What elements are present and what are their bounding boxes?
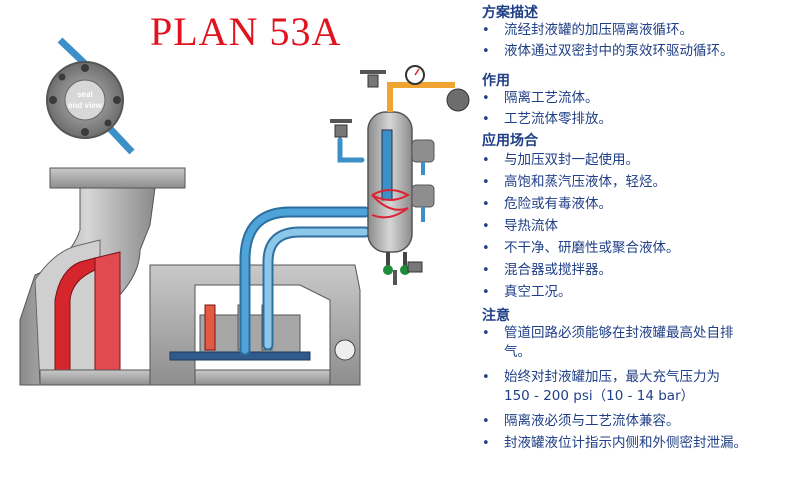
seal-view-label: seal xyxy=(77,90,93,99)
bullet-dot-icon: • xyxy=(482,370,490,385)
level-switch-high xyxy=(411,139,435,163)
bolt-hole-icon xyxy=(58,73,66,81)
section-heading-notes: 注意 xyxy=(482,308,510,324)
bullet-item: • 流经封液罐的加压隔离液循环。 xyxy=(482,21,792,40)
bullet-text: 封液罐液位计指示内侧和外侧密封泄漏。 xyxy=(504,435,747,451)
circulation-pipes xyxy=(239,137,371,356)
fill-valve-icon xyxy=(334,124,348,138)
section-heading-applications: 应用场合 xyxy=(482,133,538,149)
bearing-icon xyxy=(334,339,356,361)
bullet-dot-icon: • xyxy=(482,44,490,59)
bullet-dot-icon: • xyxy=(482,263,490,278)
bullet-dot-icon: • xyxy=(482,197,490,212)
seal-face-icon xyxy=(204,304,216,351)
seal-shaft-circle xyxy=(64,79,106,121)
bullet-item: • 工艺流体零排放。 xyxy=(482,110,792,129)
bullet-text: 工艺流体零排放。 xyxy=(504,111,612,127)
bullet-item: • 不干净、研磨性或聚合液体。 xyxy=(482,239,792,258)
text-panel: 方案描述•流经封液罐的加压隔离液循环。•液体通过双密封中的泵效环驱动循环。作用•… xyxy=(472,0,798,500)
seal-end-view: seal end view xyxy=(46,37,135,155)
bullet-text: 管道回路必须能够在封液罐最高处自排 气。 xyxy=(504,325,734,360)
pressure-regulator-icon xyxy=(446,88,470,112)
bullet-text: 隔离工艺流体。 xyxy=(504,90,599,106)
bullet-dot-icon: • xyxy=(482,436,490,451)
bullet-dot-icon: • xyxy=(482,91,490,106)
bullet-text: 流经封液罐的加压隔离液循环。 xyxy=(504,22,693,38)
section-heading-function: 作用 xyxy=(482,73,510,89)
bullet-item: • 混合器或搅拌器。 xyxy=(482,261,792,280)
bullet-item: • 与加压双封一起使用。 xyxy=(482,151,792,170)
bolt-hole-icon xyxy=(81,128,89,136)
pressure-line xyxy=(360,65,470,112)
bullet-text: 隔离液必须与工艺流体兼容。 xyxy=(504,413,680,429)
bullet-text: 导热流体 xyxy=(504,218,558,234)
bullet-text: 液体通过双密封中的泵效环驱动循环。 xyxy=(504,43,734,59)
bullet-item: • 真空工况。 xyxy=(482,283,792,302)
section-heading-description: 方案描述 xyxy=(482,5,538,21)
bullet-dot-icon: • xyxy=(482,153,490,168)
bullet-dot-icon: • xyxy=(482,326,490,341)
cooling-coil xyxy=(371,189,411,219)
bullet-dot-icon: • xyxy=(482,414,490,429)
bullet-text: 混合器或搅拌器。 xyxy=(504,262,612,278)
bullet-text: 不干净、研磨性或聚合液体。 xyxy=(504,240,680,256)
bullet-item: • 隔离工艺流体。 xyxy=(482,89,792,108)
seal-sleeve xyxy=(169,351,311,361)
bolt-hole-icon xyxy=(81,64,89,72)
bullet-item: • 高饱和蒸汽压液体，轻烃。 xyxy=(482,173,792,192)
plan-53a-diagram: seal end view xyxy=(19,37,470,386)
bullet-dot-icon: • xyxy=(482,241,490,256)
bullet-dot-icon: • xyxy=(482,285,490,300)
drain-valve-icon xyxy=(383,265,393,275)
vent-valve-icon xyxy=(367,74,379,88)
bullet-dot-icon: • xyxy=(482,175,490,190)
bullet-text: 高饱和蒸汽压液体，轻烃。 xyxy=(504,174,666,190)
bullet-item: • 隔离液必须与工艺流体兼容。 xyxy=(482,412,792,431)
bullet-text: 危险或有毒液体。 xyxy=(504,196,612,212)
bullet-item: • 始终对封液罐加压，最大充气压力为 150 - 200 psi（10 - 14 … xyxy=(482,368,792,406)
bullet-item: • 液体通过双密封中的泵效环驱动循环。 xyxy=(482,42,792,61)
bullet-dot-icon: • xyxy=(482,112,490,127)
bullet-item: • 管道回路必须能够在封液罐最高处自排 气。 xyxy=(482,324,792,362)
seal-view-label: end view xyxy=(68,101,103,110)
bearing-housing xyxy=(149,264,361,386)
bolt-hole-icon xyxy=(113,96,121,104)
bullet-item: • 封液罐液位计指示内侧和外侧密封泄漏。 xyxy=(482,434,792,453)
bullet-dot-icon: • xyxy=(482,219,490,234)
bullet-text: 始终对封液罐加压，最大充气压力为 150 - 200 psi（10 - 14 b… xyxy=(504,369,720,404)
seal-reservoir xyxy=(367,111,435,253)
bullet-text: 与加压双封一起使用。 xyxy=(504,152,639,168)
bullet-item: • 导热流体 xyxy=(482,217,792,236)
bullet-text: 真空工况。 xyxy=(504,284,572,300)
bullet-item: • 危险或有毒液体。 xyxy=(482,195,792,214)
bolt-hole-icon xyxy=(104,119,112,127)
bullet-dot-icon: • xyxy=(482,23,490,38)
bolt-hole-icon xyxy=(49,96,57,104)
plan-title: PLAN 53A xyxy=(150,9,342,54)
level-switch-low xyxy=(411,184,435,208)
valves xyxy=(330,119,423,285)
